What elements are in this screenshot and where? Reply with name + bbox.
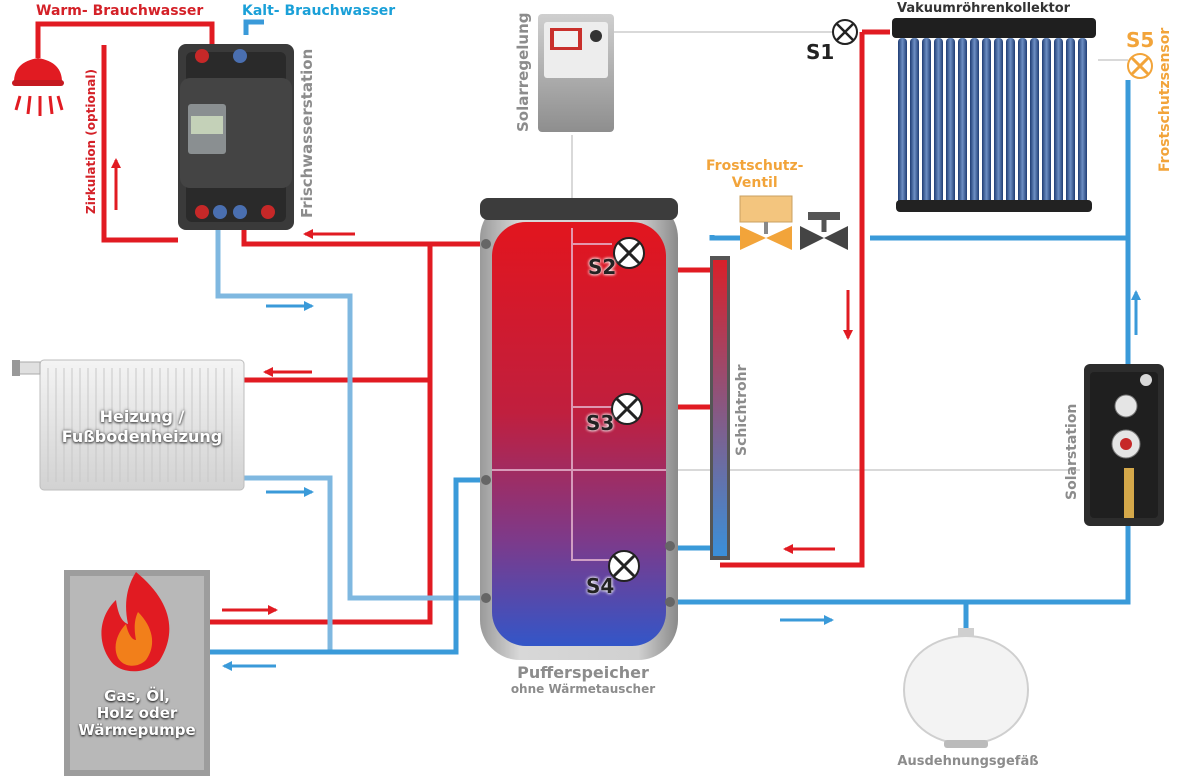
flow-arrows [111, 158, 1141, 671]
radiator [12, 359, 245, 491]
sensor-s3-label: S3 [586, 411, 615, 435]
boiler-label: Gas, Öl, Holz oder Wärmepumpe [78, 687, 196, 739]
solar-station-label: Solarstation [1064, 403, 1080, 500]
cold-water-label: Kalt- Brauchwasser [242, 3, 396, 19]
sensor-s1-label: S1 [806, 40, 835, 64]
shutoff-valve [800, 212, 848, 250]
layer-pipe-label: Schichtrohr [734, 364, 750, 457]
sensor-s4-label: S4 [586, 574, 615, 598]
sensor-s4 [608, 550, 640, 582]
stratification-pipe [710, 256, 730, 560]
collector-tube [934, 38, 943, 204]
collector-tube [910, 38, 919, 204]
cold-pipes-dark [210, 19, 1131, 655]
collector-tube [898, 38, 907, 204]
collector-tube [1066, 38, 1075, 204]
sensor-s2 [613, 237, 645, 269]
collector-label: Vakuumröhrenkollektor [897, 1, 1071, 16]
heating-label: Heizung / Fußbodenheizung [61, 407, 223, 446]
solar-control-label: Solarregelung [514, 12, 532, 133]
collector-tube [982, 38, 991, 204]
collector-tube [994, 38, 1003, 204]
expansion-label: Ausdehnungsgefäß [897, 754, 1039, 769]
shower-icon [12, 58, 64, 116]
collector-tube [1006, 38, 1015, 204]
collector-tube [1030, 38, 1039, 204]
expansion-vessel [902, 628, 1030, 748]
sensor-s1 [832, 19, 858, 45]
collector-tube [1078, 38, 1087, 204]
hot-pipes [35, 21, 890, 625]
collector-tube [946, 38, 955, 204]
tank-title: Pufferspeicher [517, 663, 649, 682]
vacuum-tube-collector [892, 18, 1096, 212]
circulation-label: Zirkulation (optional) [84, 69, 98, 214]
tank-subtitle: ohne Wärmetauscher [510, 682, 656, 696]
frost-protection-valve [739, 195, 793, 250]
fresh-water-station-label: Frischwasserstation [298, 48, 316, 218]
solar-station [1084, 364, 1164, 526]
sensor-s3 [611, 393, 643, 425]
warm-water-label: Warm- Brauchwasser [36, 3, 204, 19]
sensor-s5-label: S5 [1126, 28, 1155, 52]
boiler [64, 570, 210, 776]
solar-controller [538, 14, 614, 132]
collector-tube [970, 38, 979, 204]
frost-valve-label: Frostschutz- Ventil [706, 158, 804, 191]
frost-sensor-label: Frostschutzsensor [1157, 27, 1173, 172]
sensor-s2-label: S2 [588, 255, 617, 279]
flame-icon [101, 572, 170, 672]
collector-tube [1018, 38, 1027, 204]
buffer-tank [480, 198, 678, 660]
collector-tube [922, 38, 931, 204]
collector-tube [1054, 38, 1063, 204]
collector-tube [1042, 38, 1051, 204]
cold-pipes [215, 225, 484, 652]
sensor-s5 [1127, 53, 1153, 79]
fresh-water-station [178, 44, 294, 230]
collector-tube [958, 38, 967, 204]
